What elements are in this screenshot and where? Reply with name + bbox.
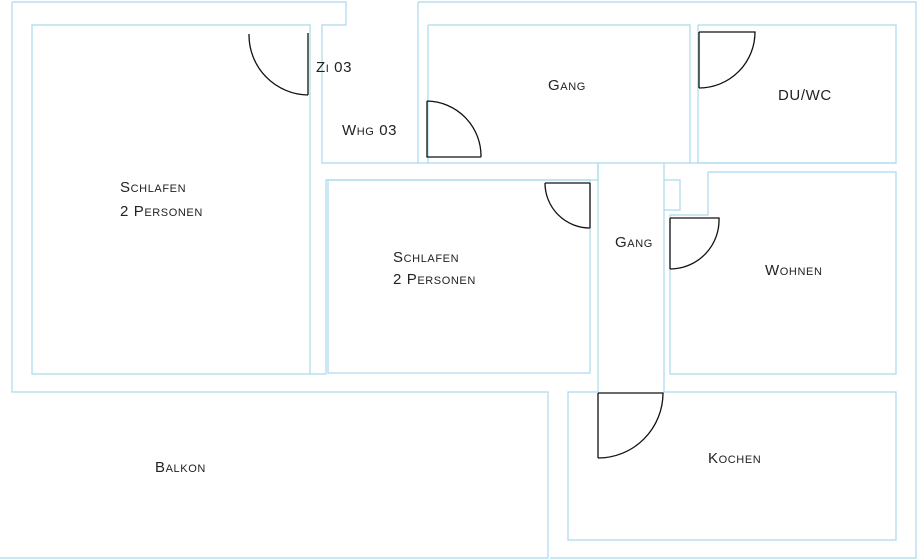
label-schlafen-left: Schlafen bbox=[120, 179, 186, 196]
outer-wall-left bbox=[0, 1, 599, 559]
door-whg-03 bbox=[426, 100, 482, 158]
door-zi-03 bbox=[248, 33, 309, 96]
label-balkon: Balkon bbox=[155, 459, 206, 476]
door-kochen bbox=[597, 392, 664, 459]
label-zi: Zi 03 bbox=[316, 59, 352, 76]
label-schlafen-mid-persons: 2 Personen bbox=[393, 271, 476, 288]
label-whg: Whg 03 bbox=[342, 122, 397, 139]
label-du-wc: DU/WC bbox=[778, 87, 832, 104]
wall-schlafen-mid bbox=[327, 179, 591, 374]
door-du-wc bbox=[698, 31, 756, 89]
label-gang-mid: Gang bbox=[615, 234, 653, 251]
wall-gang-corridor bbox=[567, 162, 897, 541]
label-kochen: Kochen bbox=[708, 450, 761, 467]
outer-wall-right bbox=[417, 1, 917, 559]
label-gang-top: Gang bbox=[548, 77, 586, 94]
label-schlafen-mid: Schlafen bbox=[393, 249, 459, 266]
label-schlafen-left-persons: 2 Personen bbox=[120, 203, 203, 220]
label-wohnen: Wohnen bbox=[765, 262, 822, 279]
door-wohnen bbox=[669, 217, 720, 270]
door-schlafen-mid bbox=[544, 182, 591, 229]
